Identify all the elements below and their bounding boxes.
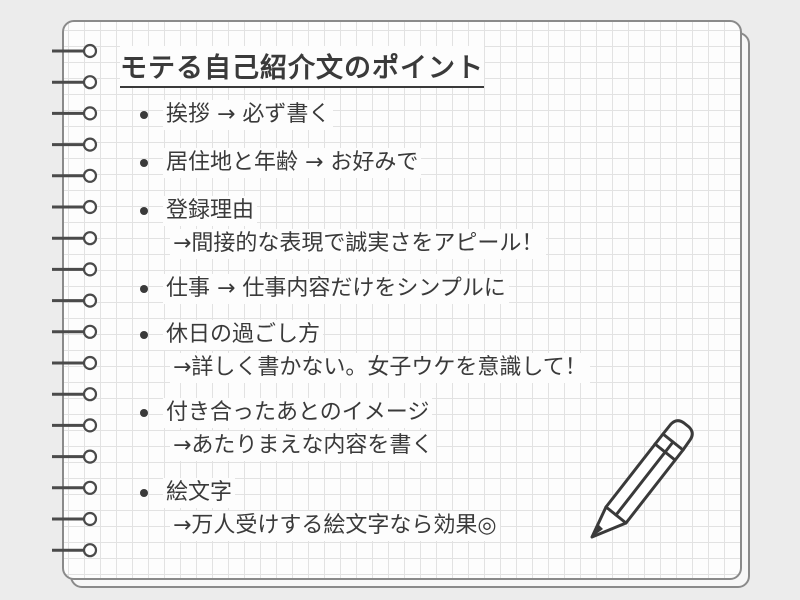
- item-text: 絵文字: [163, 478, 236, 508]
- pencil-icon: [590, 419, 694, 539]
- bullet-icon: [140, 331, 148, 339]
- item-text: 登録理由: [163, 196, 258, 226]
- bullet-icon: [140, 159, 148, 167]
- item-text: 付き合ったあとのイメージ: [163, 398, 433, 428]
- item-text: 挨拶 → 必ず書く: [163, 100, 334, 130]
- item-subtext: →万人受けする絵文字なら効果◎: [170, 511, 500, 541]
- item-text: 仕事 → 仕事内容だけをシンプルに: [163, 274, 509, 304]
- spiral-binding-icon: [52, 43, 98, 558]
- item-text: 休日の過ごし方: [163, 320, 324, 350]
- item-subtext: →詳しく書かない。女子ウケを意識して！: [170, 353, 590, 383]
- item-subtext: →あたりまえな内容を書く: [170, 431, 437, 461]
- bullet-icon: [140, 285, 148, 293]
- bullet-icon: [140, 207, 148, 215]
- bullet-icon: [140, 409, 148, 417]
- item-subtext: →間接的な表現で誠実さをアピール！: [170, 229, 547, 259]
- bullet-icon: [140, 111, 148, 119]
- bullet-icon: [140, 489, 148, 497]
- item-text: 居住地と年齢 → お好みで: [163, 148, 422, 178]
- page-title: モテる自己紹介文のポイント: [120, 46, 484, 88]
